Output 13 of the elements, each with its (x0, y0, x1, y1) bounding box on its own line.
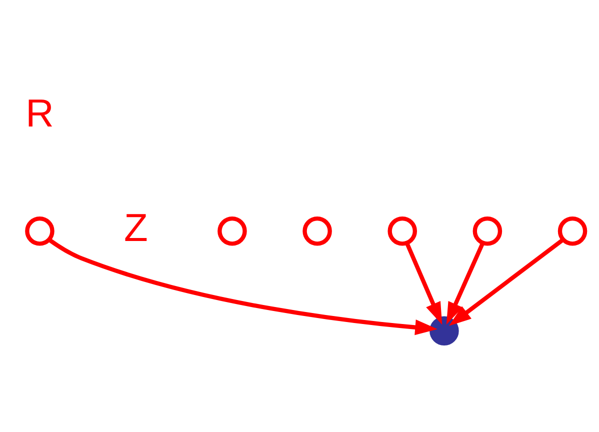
node-circle (430, 316, 459, 346)
node-circle (388, 216, 417, 246)
node-circle (218, 216, 247, 246)
arrow (446, 242, 485, 324)
node-circle (302, 216, 332, 246)
label: R (26, 92, 54, 135)
label: Z (124, 206, 148, 250)
arrow (48, 238, 438, 335)
node-circle (472, 216, 502, 246)
arrow (404, 242, 442, 324)
node-circle (558, 216, 588, 246)
node-circle (25, 216, 54, 246)
arrow (448, 238, 564, 326)
